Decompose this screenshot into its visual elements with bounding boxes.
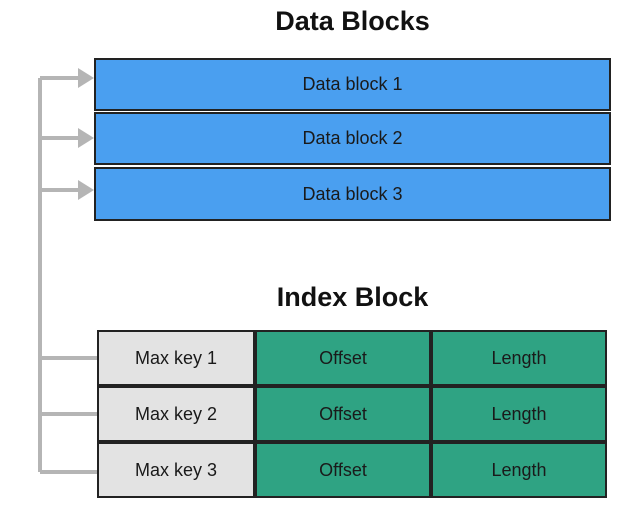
offset-cell: Offset — [255, 330, 431, 386]
index-block-title: Index Block — [276, 282, 429, 312]
length-cell: Length — [431, 330, 607, 386]
max-key-cell: Max key 2 — [97, 386, 255, 442]
data-block-1: Data block 1 — [94, 58, 611, 111]
max-key-cell: Max key 1 — [97, 330, 255, 386]
length-cell: Length — [431, 442, 607, 498]
offset-cell: Offset — [255, 442, 431, 498]
data-block-2: Data block 2 — [94, 112, 611, 165]
index-row-1: Max key 1 Offset Length — [97, 330, 607, 386]
arrowhead-data-block-1 — [78, 68, 94, 88]
data-blocks-title: Data Blocks — [275, 6, 430, 36]
index-row-3: Max key 3 Offset Length — [97, 442, 607, 498]
arrowhead-data-block-3 — [78, 180, 94, 200]
offset-cell: Offset — [255, 386, 431, 442]
max-key-cell: Max key 3 — [97, 442, 255, 498]
arrowhead-data-block-2 — [78, 128, 94, 148]
data-block-3: Data block 3 — [94, 167, 611, 221]
length-cell: Length — [431, 386, 607, 442]
index-row-2: Max key 2 Offset Length — [97, 386, 607, 442]
